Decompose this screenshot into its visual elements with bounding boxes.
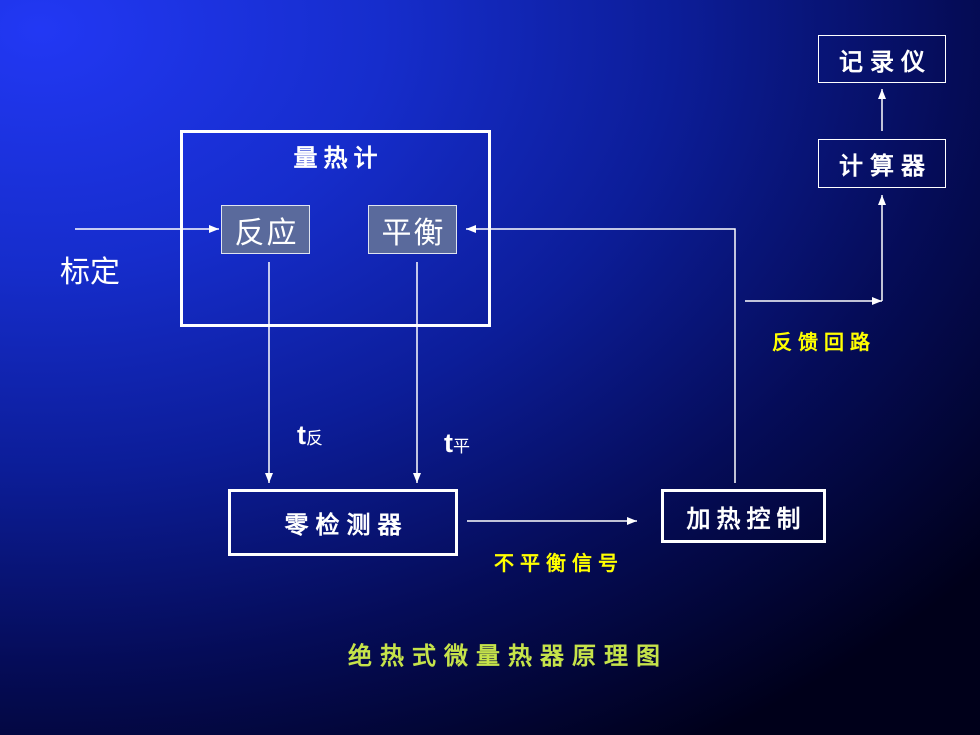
t-balance-subscript: 平 <box>453 437 470 457</box>
imbalance-signal-label: 不平衡信号 <box>494 551 624 575</box>
heater-to-balance-feedback-arrow <box>466 225 736 483</box>
t-reaction-subscript: 反 <box>306 429 323 449</box>
reaction-box: 反应 <box>221 205 310 254</box>
balance-box: 平衡 <box>368 205 457 254</box>
heating-control-box: 加热控制 <box>661 489 826 543</box>
computer-box: 计算器 <box>818 139 946 188</box>
t-balance-label: t平 <box>444 428 470 462</box>
t-reaction-symbol: t <box>297 420 306 450</box>
calorimeter-label: 量热计 <box>293 144 384 172</box>
t-balance-symbol: t <box>444 428 453 458</box>
feedback-loop-label: 反馈回路 <box>772 330 876 354</box>
calorimeter-box: 量热计 反应 平衡 <box>180 130 491 327</box>
null-detector-box: 零检测器 <box>228 489 458 556</box>
diagram-title: 绝热式微量热器原理图 <box>348 642 668 670</box>
t-reaction-label: t反 <box>297 420 323 454</box>
recorder-box: 记录仪 <box>818 35 946 83</box>
calibration-label: 标定 <box>60 255 120 290</box>
